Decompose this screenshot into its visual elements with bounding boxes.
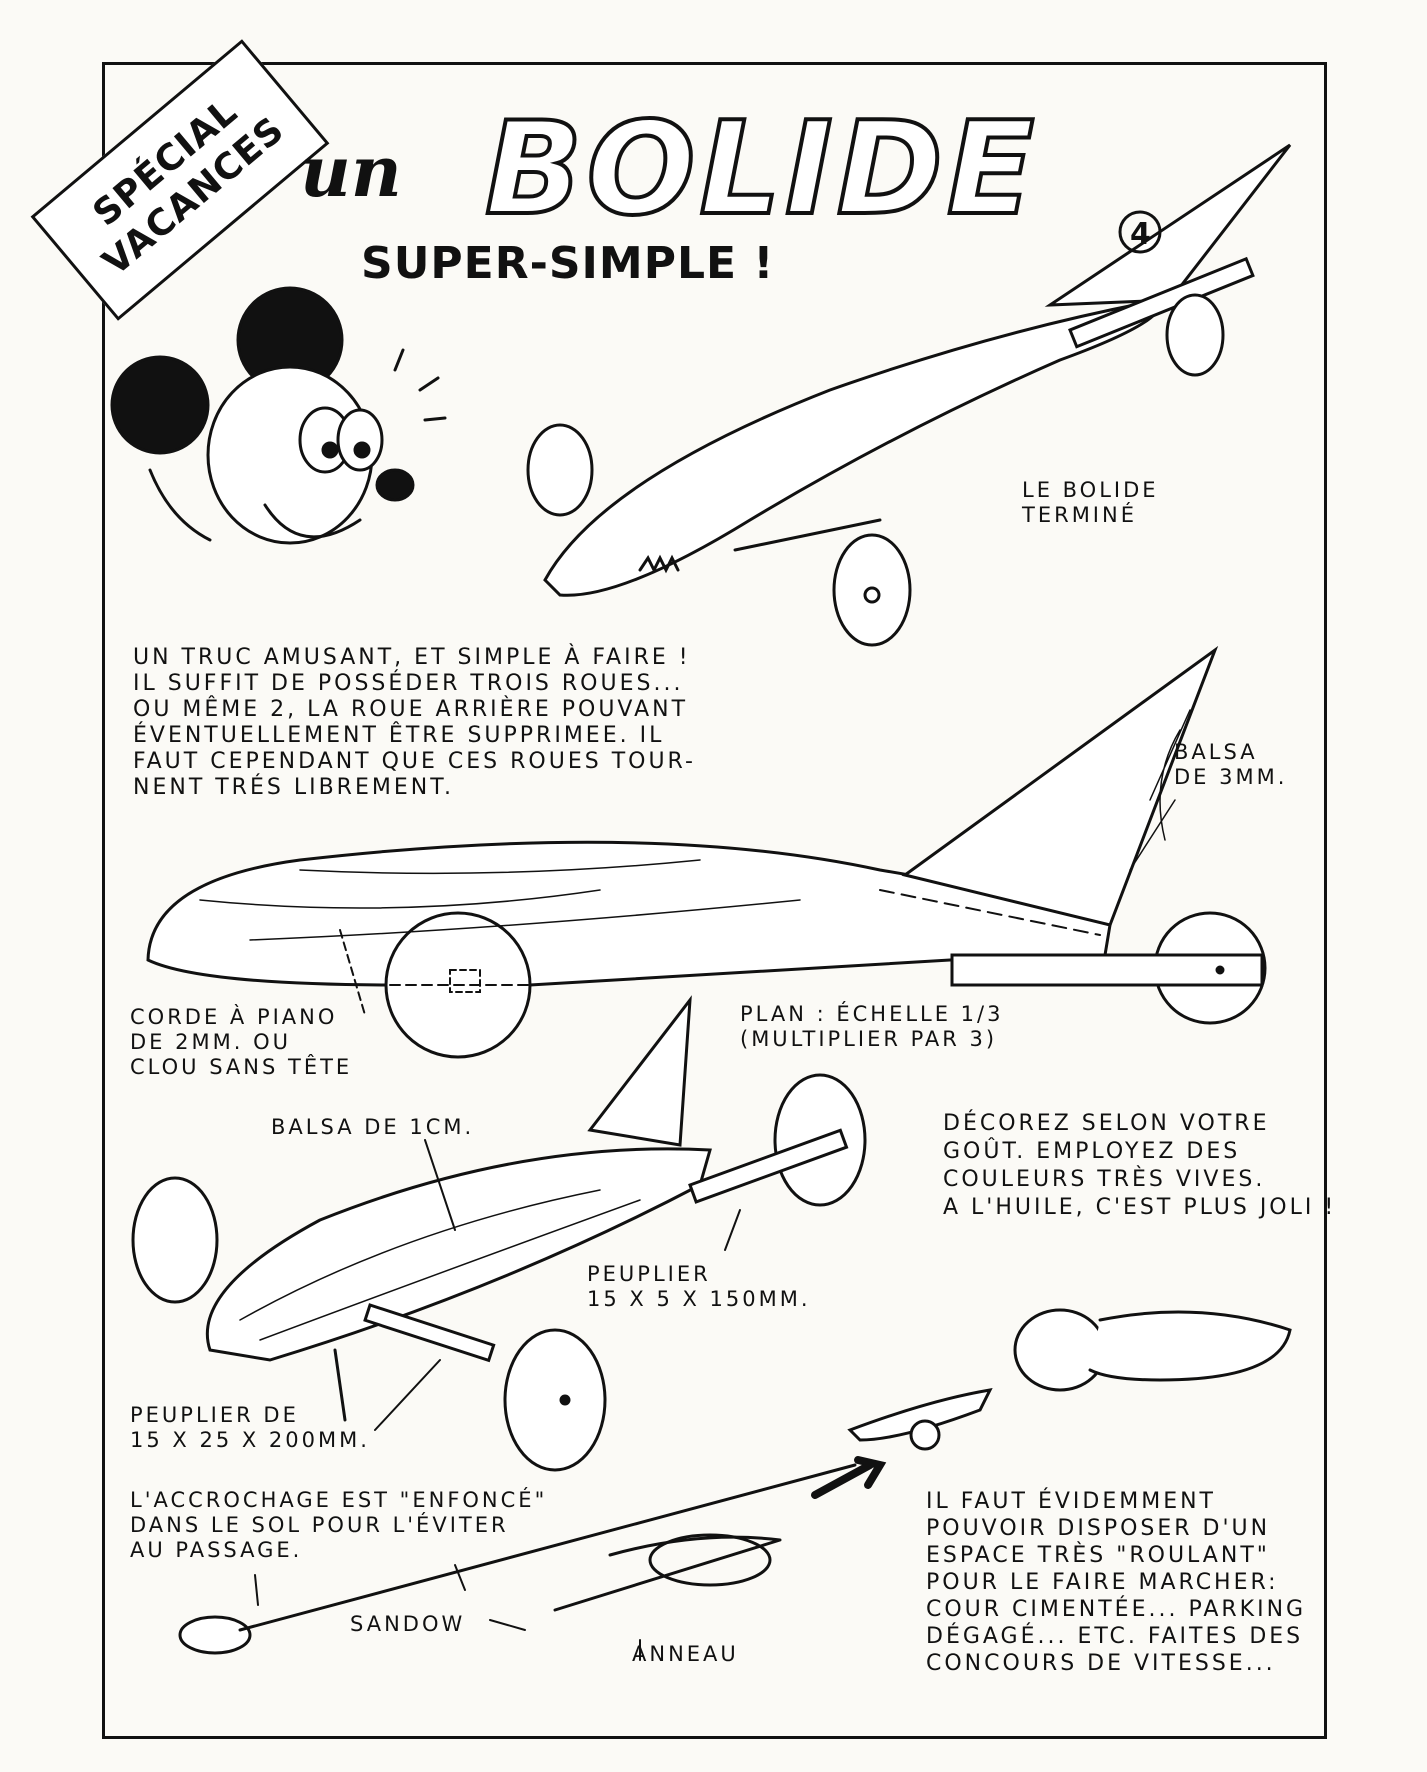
page-subtitle: SUPER-SIMPLE ! (361, 238, 775, 289)
caption-intro: UN TRUC AMUSANT, ET SIMPLE À FAIRE ! IL … (133, 645, 696, 800)
caption-decorate: DÉCOREZ SELON VOTRE GOÛT. EMPLOYEZ DES C… (943, 1111, 1337, 1220)
title-prefix: un (300, 130, 402, 213)
caption-ring: ANNEAU (632, 1642, 739, 1666)
caption-balsa-3mm: BALSA DE 3mm. (1174, 740, 1288, 789)
caption-balsa-1cm: BALSA DE 1cm. (271, 1115, 475, 1139)
caption-poplar-small: PEUPLIER 15 X 5 X 150mm. (587, 1262, 811, 1311)
exploded-car-drawing (131, 995, 867, 1472)
car-number: 4 (1130, 217, 1151, 252)
mickey-head-drawing (110, 286, 447, 545)
side-plan-drawing (146, 645, 1267, 1059)
page-title: BOLIDE (483, 93, 1039, 246)
caption-space: IL FAUT ÉVIDEMMENT POUVOIR DISPOSER D'UN… (926, 1489, 1307, 1676)
page-border (102, 62, 1327, 1739)
caption-poplar-large: PEUPLIER DE 15 X 25 X 200mm. (130, 1403, 370, 1452)
caption-scale: PLAN : ÉCHELLE 1/3 (MULTIPLIER PAR 3) (740, 1002, 1004, 1051)
caption-sandow: SANDOW (350, 1612, 466, 1636)
launch-scene-drawing (178, 1308, 1292, 1661)
caption-piano-wire: CORDE À PIANO DE 2mm. OU CLOU SANS TÊTE (130, 1005, 353, 1079)
finished-car-drawing: 4 (526, 143, 1292, 647)
caption-hook: L'ACCROCHAGE EST "ENFONCÉ" DANS LE SOL P… (130, 1488, 548, 1562)
caption-finished-car: LE BOLIDE TERMINÉ (1022, 478, 1159, 527)
